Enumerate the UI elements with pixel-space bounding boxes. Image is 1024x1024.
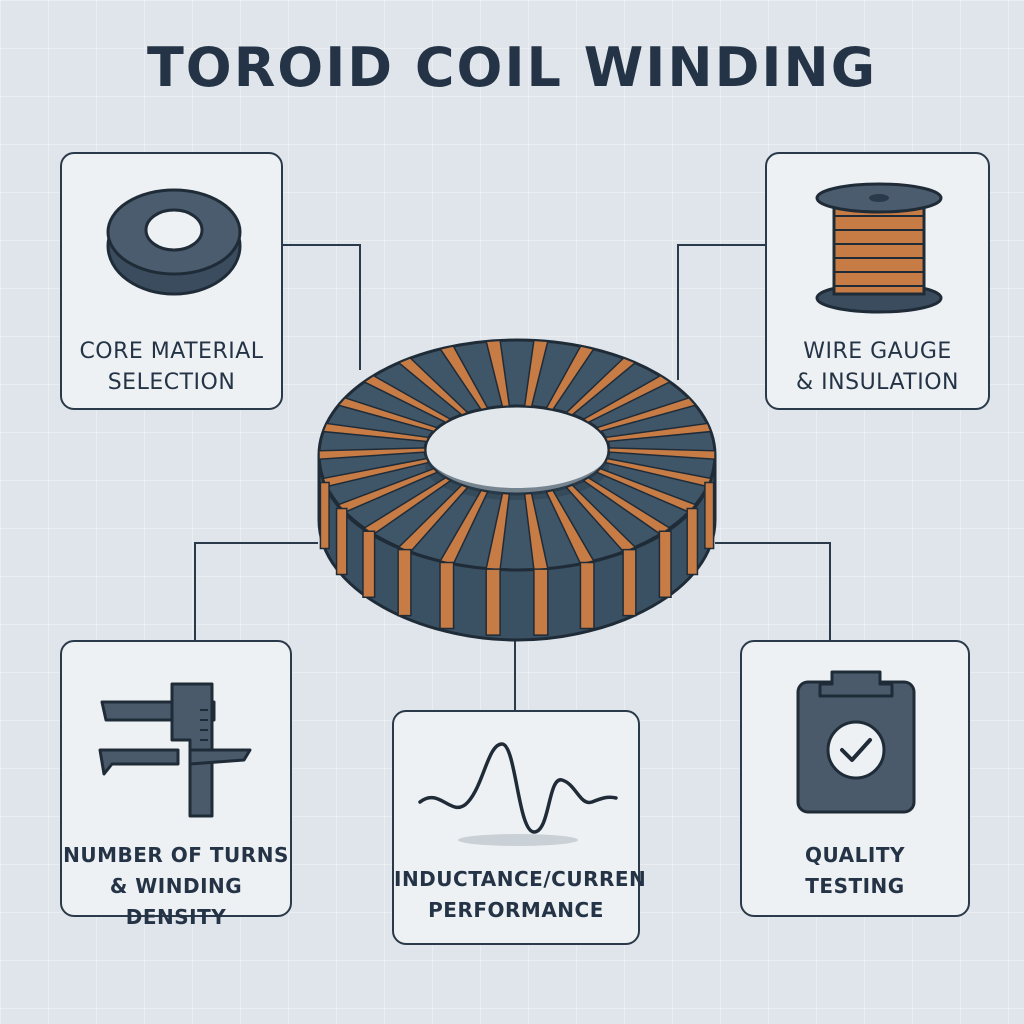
winding-front xyxy=(622,548,637,617)
winding-front xyxy=(335,507,348,576)
winding-top xyxy=(397,484,469,553)
winding-top xyxy=(439,489,489,565)
winding-top xyxy=(322,457,430,488)
winding-top xyxy=(545,345,595,411)
winding-top xyxy=(595,396,697,433)
page-title: TOROID COIL WINDING xyxy=(146,36,878,99)
card-inductance-line1: INDUCTANCE/CURREN xyxy=(394,867,647,891)
core-ring-icon xyxy=(106,188,242,296)
clipboard-check-icon xyxy=(796,670,916,814)
winding-top xyxy=(337,396,439,433)
winding-front xyxy=(658,530,672,599)
winding-top xyxy=(318,447,426,461)
winding-front xyxy=(485,568,501,636)
card-number-of-turns-line2: & WINDING DENSITY xyxy=(109,874,243,929)
card-core-material: CORE MATERIAL SELECTION xyxy=(60,152,283,410)
winding-front xyxy=(686,507,699,576)
card-number-of-turns-line1: NUMBER OF TURNS xyxy=(63,843,289,867)
winding-top xyxy=(337,467,439,514)
card-core-material-line1: CORE MATERIAL xyxy=(79,339,264,364)
waveform-icon xyxy=(418,742,618,846)
winding-front xyxy=(319,481,330,550)
winding-top xyxy=(362,374,452,424)
winding-front xyxy=(533,568,549,636)
card-wire-gauge: WIRE GAUGE & INSULATION xyxy=(765,152,990,410)
winding-top xyxy=(439,345,489,411)
card-quality-testing: QUALITY TESTING xyxy=(740,640,970,917)
winding-front xyxy=(362,530,376,599)
winding-top xyxy=(397,357,469,416)
winding-front xyxy=(704,481,715,550)
card-quality-testing-line2: TESTING xyxy=(805,874,905,898)
card-core-material-line2: SELECTION xyxy=(107,370,236,395)
winding-front xyxy=(579,561,595,630)
winding-top xyxy=(565,357,637,416)
card-wire-gauge-line1: WIRE GAUGE xyxy=(803,339,952,364)
winding-top xyxy=(604,422,712,443)
winding-top xyxy=(608,447,716,461)
caliper-icon xyxy=(98,682,252,818)
card-number-of-turns: NUMBER OF TURNS & WINDING DENSITY xyxy=(60,640,292,929)
winding-top xyxy=(582,374,672,424)
card-quality-testing-line1: QUALITY xyxy=(805,843,905,867)
winding-top xyxy=(362,476,452,536)
card-inductance: INDUCTANCE/CURREN PERFORMANCE xyxy=(392,710,647,945)
card-wire-gauge-line2: & INSULATION xyxy=(796,370,959,395)
winding-front xyxy=(439,561,455,630)
winding-top xyxy=(322,422,430,443)
winding-top xyxy=(523,339,549,408)
wire-spool-icon xyxy=(815,182,943,314)
card-inductance-line2: PERFORMANCE xyxy=(428,898,604,922)
winding-top xyxy=(485,339,511,408)
winding-front xyxy=(397,548,412,617)
